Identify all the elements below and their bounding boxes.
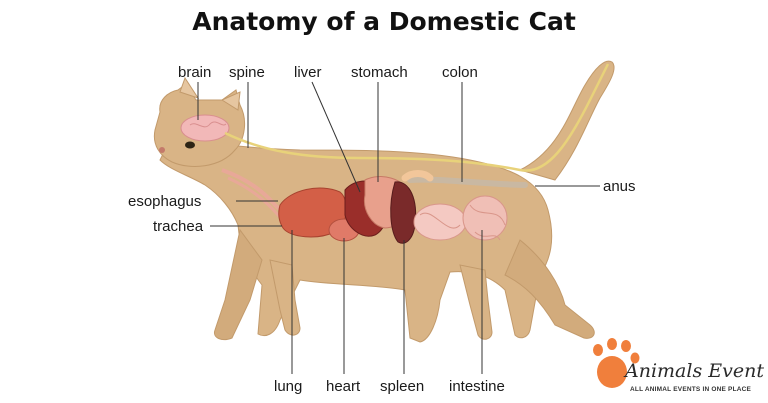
cat-eye — [185, 141, 195, 149]
label-trachea: trachea — [153, 218, 204, 235]
cat-front-leg — [213, 228, 263, 341]
leader-liver — [311, 81, 361, 193]
organs — [180, 63, 610, 244]
label-liver: liver — [294, 64, 322, 81]
logo-name: Animals Event — [625, 360, 764, 382]
cat-tail — [518, 60, 615, 181]
cat-ear-left — [179, 76, 200, 99]
label-brain: brain — [178, 64, 212, 81]
cat-ear-right — [220, 91, 241, 111]
label-esophagus: esophagus — [128, 193, 202, 210]
logo-tagline: ALL ANIMAL EVENTS IN ONE PLACE — [630, 386, 752, 393]
label-spine: spine — [229, 64, 265, 81]
label-stomach: stomach — [351, 64, 408, 81]
label-lung: lung — [274, 378, 303, 395]
label-anus: anus — [603, 178, 636, 195]
label-intestine: intestine — [449, 378, 505, 395]
cat-hind-leg — [504, 239, 595, 339]
intestine-organ — [413, 195, 508, 241]
label-heart: heart — [326, 378, 361, 395]
cat-hind-leg-2 — [459, 264, 493, 340]
label-spleen: spleen — [380, 378, 425, 395]
spleen-organ — [390, 181, 417, 244]
brain-organ — [180, 114, 230, 142]
logo-paw-icon — [593, 338, 640, 388]
page-title: Anatomy of a Domestic Cat — [192, 7, 576, 36]
cat-nose — [159, 147, 165, 153]
spine-organ — [224, 63, 610, 172]
leader-lines — [197, 81, 600, 374]
label-colon: colon — [442, 64, 478, 81]
